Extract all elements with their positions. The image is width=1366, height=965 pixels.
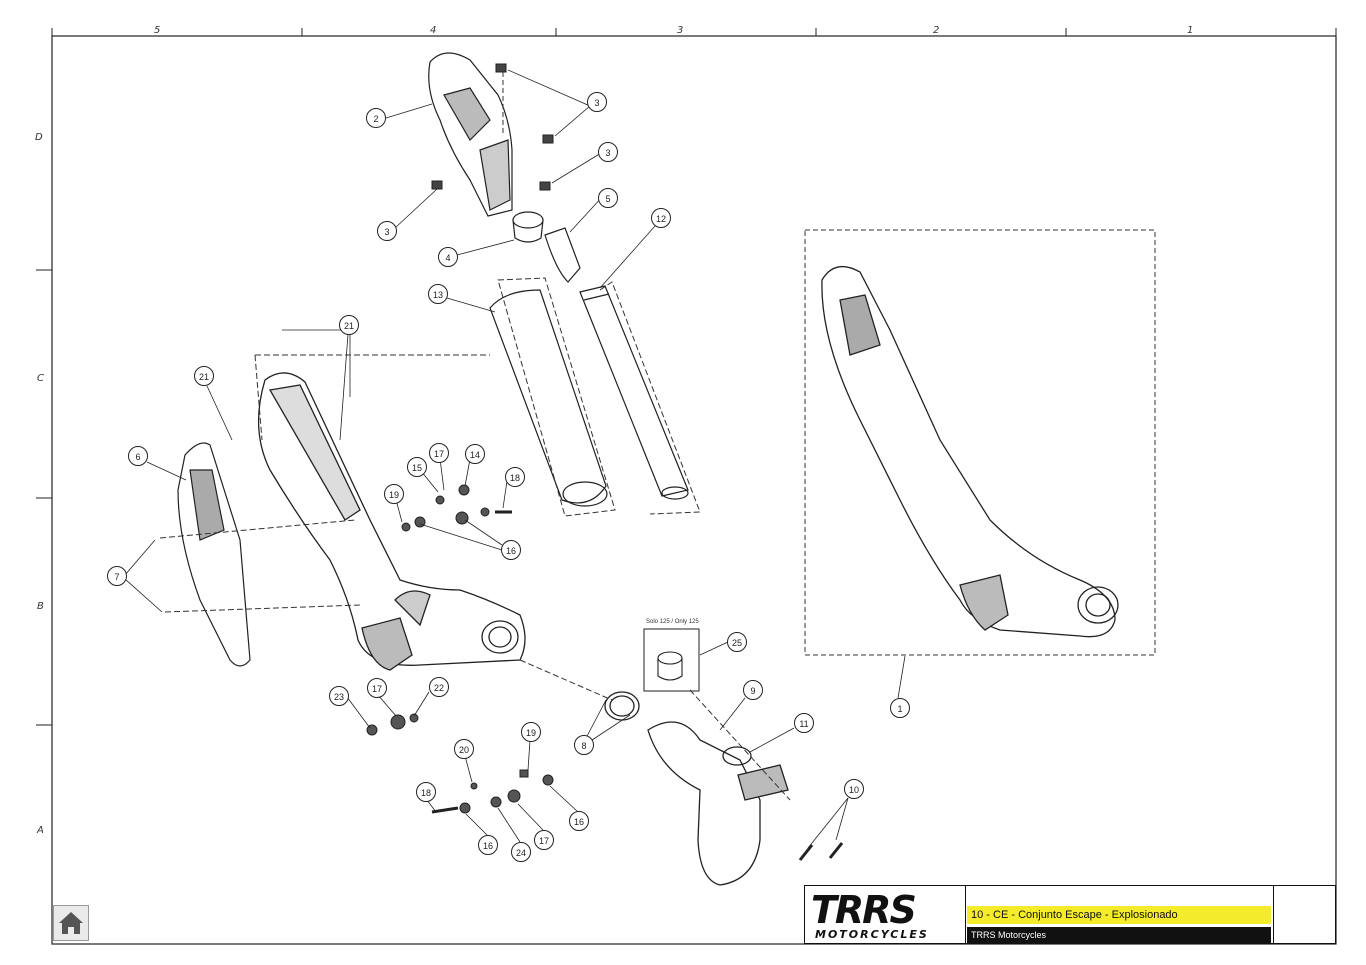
zone-col-label: 2 bbox=[933, 25, 940, 36]
company-name: TRRS Motorcycles bbox=[967, 927, 1271, 943]
zone-row-label: B bbox=[37, 601, 44, 612]
side-shield-6 bbox=[177, 442, 251, 667]
only-125-box bbox=[643, 628, 700, 692]
title-block: TRRS MOTORCYCLES 10 - CE - Conjunto Esca… bbox=[804, 885, 1336, 944]
callout-balloon: 9 bbox=[743, 680, 763, 700]
callout-balloon: 3 bbox=[377, 221, 397, 241]
zone-col-label: 4 bbox=[430, 25, 437, 36]
callout-balloon: 8 bbox=[574, 735, 594, 755]
home-button[interactable] bbox=[53, 905, 89, 941]
callout-balloon: 5 bbox=[598, 188, 618, 208]
packing-13 bbox=[489, 289, 608, 507]
zone-col-label: 3 bbox=[677, 25, 684, 36]
callout-balloon: 18 bbox=[416, 782, 436, 802]
brand-subtitle: MOTORCYCLES bbox=[815, 928, 929, 941]
callout-balloon: 17 bbox=[367, 678, 387, 698]
heat-shield-top bbox=[428, 52, 513, 217]
callout-balloon: 1 bbox=[890, 698, 910, 718]
brand-name: TRRS bbox=[811, 888, 917, 932]
callout-balloon: 23 bbox=[329, 686, 349, 706]
callout-balloon: 6 bbox=[128, 446, 148, 466]
callout-balloon: 16 bbox=[478, 835, 498, 855]
callout-balloon: 19 bbox=[384, 484, 404, 504]
zone-ticks bbox=[36, 28, 1337, 726]
leader-lines bbox=[124, 69, 906, 849]
callout-balloon: 16 bbox=[569, 811, 589, 831]
callout-balloon: 11 bbox=[794, 713, 814, 733]
header-pipe bbox=[604, 691, 789, 886]
callout-balloon: 20 bbox=[454, 739, 474, 759]
callout-balloon: 13 bbox=[428, 284, 448, 304]
only-125-note: Solo 125 / Only 125 bbox=[646, 619, 699, 625]
callout-balloon: 10 bbox=[844, 779, 864, 799]
callout-balloon: 12 bbox=[651, 208, 671, 228]
callout-balloon: 18 bbox=[505, 467, 525, 487]
callout-balloon: 17 bbox=[429, 443, 449, 463]
callout-balloon: 14 bbox=[465, 444, 485, 464]
tube-12 bbox=[579, 285, 689, 500]
callout-balloon: 15 bbox=[407, 457, 427, 477]
bolts-10 bbox=[798, 842, 844, 861]
callout-balloon: 25 bbox=[727, 632, 747, 652]
callout-balloon: 3 bbox=[587, 92, 607, 112]
zone-row-label: D bbox=[35, 132, 43, 143]
tube-5 bbox=[544, 227, 581, 283]
callout-balloon: 3 bbox=[598, 142, 618, 162]
callout-balloon: 19 bbox=[521, 722, 541, 742]
callout-balloon: 21 bbox=[194, 366, 214, 386]
zone-row-label: C bbox=[37, 373, 44, 384]
silencer-body bbox=[257, 372, 526, 671]
drawing-title: 10 - CE - Conjunto Escape - Explosionado bbox=[967, 906, 1271, 924]
callout-balloon: 16 bbox=[501, 540, 521, 560]
home-icon bbox=[59, 912, 83, 934]
zone-row-label: A bbox=[37, 825, 44, 836]
assembled-silencer bbox=[821, 265, 1119, 638]
callout-balloon: 7 bbox=[107, 566, 127, 586]
collar-4 bbox=[512, 211, 544, 243]
zone-col-label: 1 bbox=[1187, 25, 1194, 36]
callout-balloon: 22 bbox=[429, 677, 449, 697]
assembly-view-box bbox=[804, 229, 1156, 656]
callout-balloon: 2 bbox=[366, 108, 386, 128]
brand-logo: TRRS MOTORCYCLES bbox=[805, 886, 966, 943]
hardware-upper bbox=[401, 484, 512, 532]
callout-balloon: 4 bbox=[438, 247, 458, 267]
callout-balloon: 24 bbox=[511, 842, 531, 862]
insert-25 bbox=[657, 651, 683, 681]
zone-col-label: 5 bbox=[154, 25, 161, 36]
callout-balloon: 17 bbox=[534, 830, 554, 850]
callout-balloon: 21 bbox=[339, 315, 359, 335]
shield-logo-box bbox=[1273, 886, 1336, 943]
drawing-frame bbox=[51, 35, 1337, 945]
clips-3 bbox=[431, 63, 554, 191]
